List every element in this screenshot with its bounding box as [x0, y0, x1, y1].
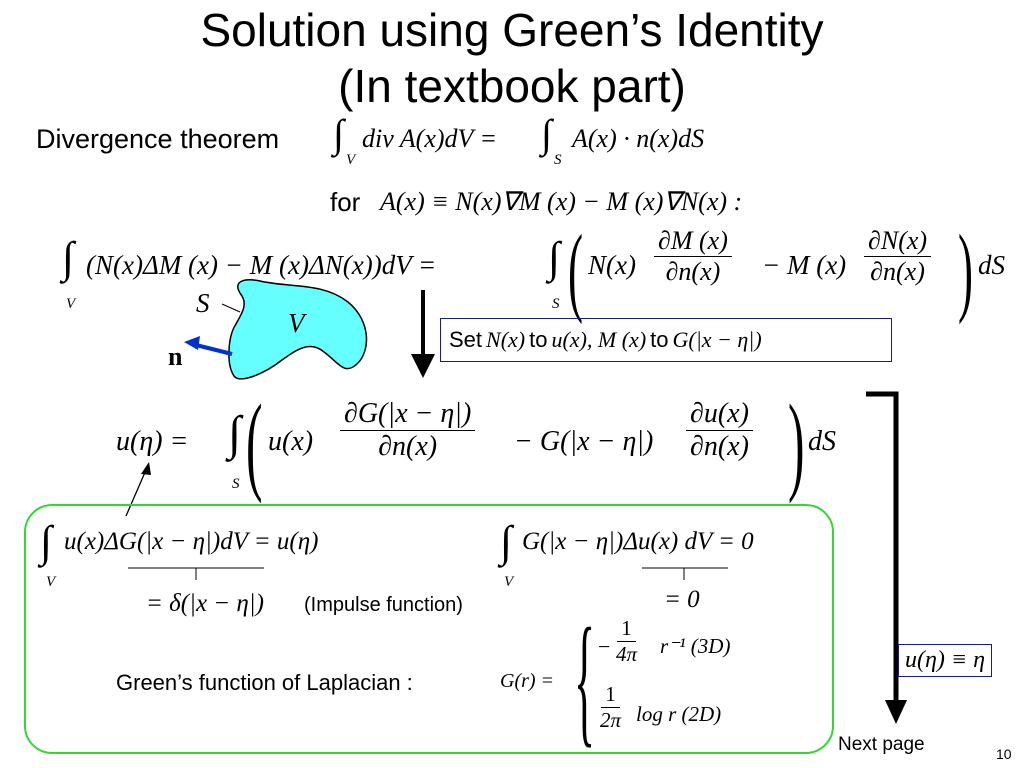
representation-minus-g: − G(|x − η|) — [514, 426, 654, 457]
slide-title-line2: (In textbook part) — [338, 60, 686, 112]
set-to-2: to — [650, 327, 669, 352]
integral-subscript: V — [46, 574, 56, 590]
representation-lhs: u(η) = — [116, 426, 189, 457]
integral-sign: ∫ — [541, 111, 552, 156]
zero-value: = 0 — [664, 586, 700, 613]
close-paren: ) — [788, 382, 805, 504]
zero-identity: G(|x − η|)Δu(x) dV = 0 — [522, 528, 754, 555]
set-g: G(|x − η|) — [672, 327, 762, 352]
pointer-arrow — [125, 462, 151, 517]
integral-sign: ∫ — [548, 233, 561, 282]
domain-diagram — [184, 279, 368, 380]
integral-sign: ∫ — [500, 517, 513, 566]
identity-ds: dS — [978, 250, 1005, 280]
integral-sign: ∫ — [62, 233, 75, 282]
identity-lhs: (N(x)ΔM (x) − M (x)ΔN(x))dV = — [86, 250, 437, 280]
representation-fraction-2: ∂u(x)∂n(x) — [686, 398, 753, 463]
set-word: Set — [449, 327, 483, 352]
representation-ds: dS — [808, 426, 836, 457]
integral-subscript: S — [554, 152, 562, 168]
representation-fraction-1: ∂G(|x − η|)∂n(x) — [340, 398, 476, 463]
case-2d-tail: log r (2D) — [636, 702, 722, 726]
divergence-rhs: A(x) · n(x)dS — [572, 124, 705, 153]
case-3d-tail: r⁻¹ (3D) — [660, 634, 731, 658]
domain-region — [228, 279, 368, 380]
integral-sign: ∫ — [228, 407, 242, 460]
integral-sign: ∫ — [40, 517, 53, 566]
identity-minus-m: − M (x) — [762, 250, 847, 280]
delta-value: = δ(|x − η|) — [146, 590, 265, 617]
integral-subscript: V — [504, 574, 514, 590]
next-page-arrow — [866, 391, 907, 724]
integral-subscript: V — [66, 296, 76, 312]
set-n: N(x) — [486, 327, 526, 352]
case-3d-sign: − — [598, 634, 611, 659]
open-paren: ( — [568, 214, 583, 325]
divergence-label: Divergence theorem — [36, 124, 280, 154]
page-number: 10 — [996, 746, 1012, 762]
close-paren: ) — [958, 214, 973, 325]
normal-arrow — [191, 342, 233, 356]
substitution-box: Set N(x) to u(x), M (x) to G(|x − η|) — [440, 318, 892, 362]
for-expression: A(x) ≡ N(x)∇M (x) − M (x)∇N(x) : — [380, 187, 743, 216]
open-paren: ( — [246, 382, 263, 504]
impulse-note: (Impulse function) — [304, 594, 463, 616]
integral-subscript: S — [552, 296, 560, 312]
result-box: u(η) ≡ η — [898, 644, 992, 677]
identity-fraction-2: ∂N(x)∂n(x) — [864, 226, 932, 287]
next-page-label[interactable]: Next page — [838, 734, 925, 755]
green-function-box — [24, 504, 834, 754]
normal-arrowhead — [184, 336, 200, 350]
identity-rhs-n: N(x) — [588, 250, 636, 280]
cases-brace: { — [574, 598, 596, 760]
normal-label: n — [168, 342, 183, 371]
set-u: u(x), M (x) — [551, 327, 647, 352]
divergence-lhs: div A(x)dV = — [362, 124, 497, 153]
representation-u: u(x) — [268, 426, 314, 457]
underbrace-left — [128, 567, 264, 580]
slide-title-line1: Solution using Green’s Identity — [200, 4, 824, 56]
integral-subscript: S — [232, 476, 240, 492]
underbrace-right — [642, 567, 728, 580]
delta-identity: u(x)ΔG(|x − η|)dV = u(η) — [64, 528, 319, 555]
boundary-label: S — [196, 288, 210, 318]
green-function-lhs: G(r) = — [500, 670, 555, 692]
for-label: for — [330, 187, 361, 217]
volume-label: V — [288, 308, 305, 338]
identity-fraction-1: ∂M (x)∂n(x) — [654, 226, 732, 287]
set-to-1: to — [529, 327, 548, 352]
greens-function-label: Green’s function of Laplacian : — [116, 670, 413, 695]
down-arrow-icon — [411, 290, 435, 378]
integral-sign: ∫ — [333, 111, 344, 156]
integral-subscript: V — [346, 152, 356, 168]
boundary-pointer — [221, 303, 241, 313]
